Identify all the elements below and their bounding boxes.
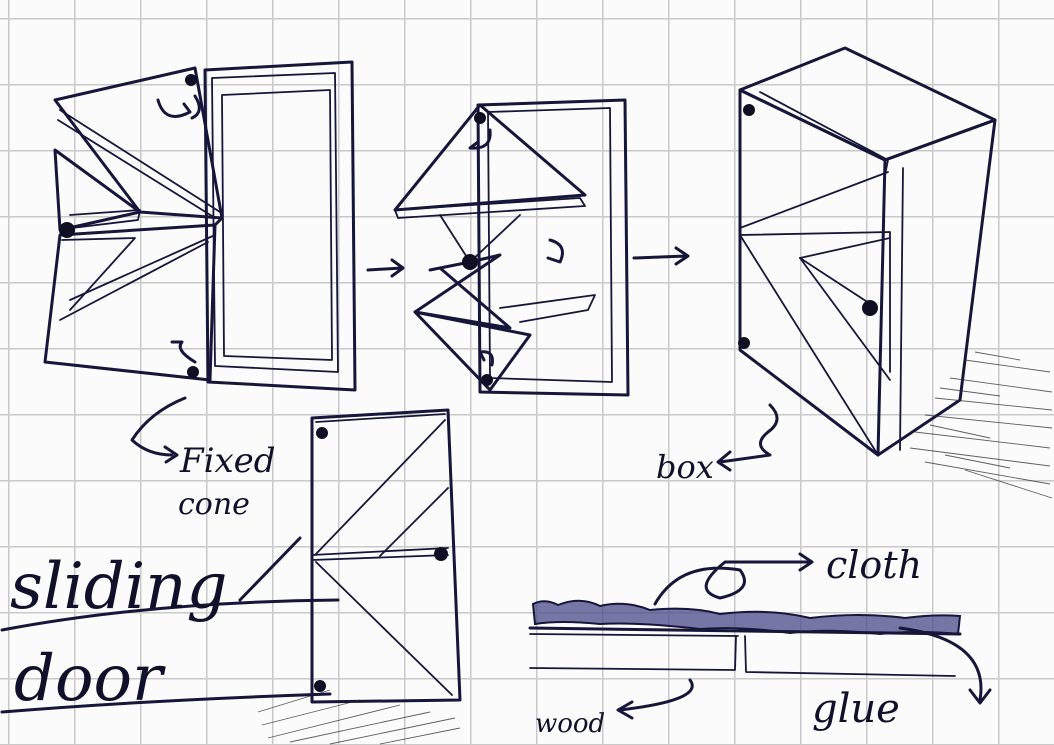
cross-section	[528, 552, 992, 720]
sliding-pivot-bottom	[314, 680, 326, 692]
step2-pivot-top	[474, 112, 486, 124]
label-cloth: cloth	[826, 543, 922, 587]
box-sketch	[738, 46, 997, 457]
label-sliding: sliding	[10, 550, 227, 624]
label-glue: glue	[812, 686, 900, 732]
sliding-underlines	[0, 536, 340, 714]
step1-door-panels	[43, 66, 224, 382]
step2-pivot-bottom	[481, 374, 493, 386]
step2-frame	[476, 98, 630, 397]
box-pivot-mid	[862, 300, 878, 316]
step2-rotate-arrows	[468, 128, 564, 367]
sliding-pivot-top	[316, 427, 328, 439]
box-pivot-top	[743, 104, 755, 116]
cloth-layer	[531, 599, 962, 636]
sliding-floor-shading	[257, 689, 461, 745]
arrow-step2-to-box	[632, 246, 690, 266]
sliding-door-panel	[310, 408, 462, 704]
step1-frame	[203, 60, 357, 392]
step2-pivot-mid	[462, 254, 478, 270]
box-floor-shading	[909, 351, 1053, 499]
label-door: door	[14, 642, 166, 716]
box-pivot-bottom	[738, 337, 750, 349]
step2-door-panels	[393, 103, 596, 392]
label-box: box	[656, 448, 714, 486]
sliding-pivot-mid	[434, 547, 448, 561]
step1-pivot-bottom	[187, 366, 199, 378]
label-wood: wood	[535, 709, 605, 739]
label-fixed: Fixed	[179, 441, 276, 481]
step1-rotate-arrows	[156, 94, 201, 364]
step1-pivot-mid	[59, 222, 75, 238]
box-label-arrow	[716, 403, 779, 472]
label-cone: cone	[178, 487, 250, 522]
arrow-step1-to-step2	[366, 258, 405, 278]
fixed-cone-arrow	[130, 396, 187, 464]
step1-pivot-top	[185, 74, 197, 86]
